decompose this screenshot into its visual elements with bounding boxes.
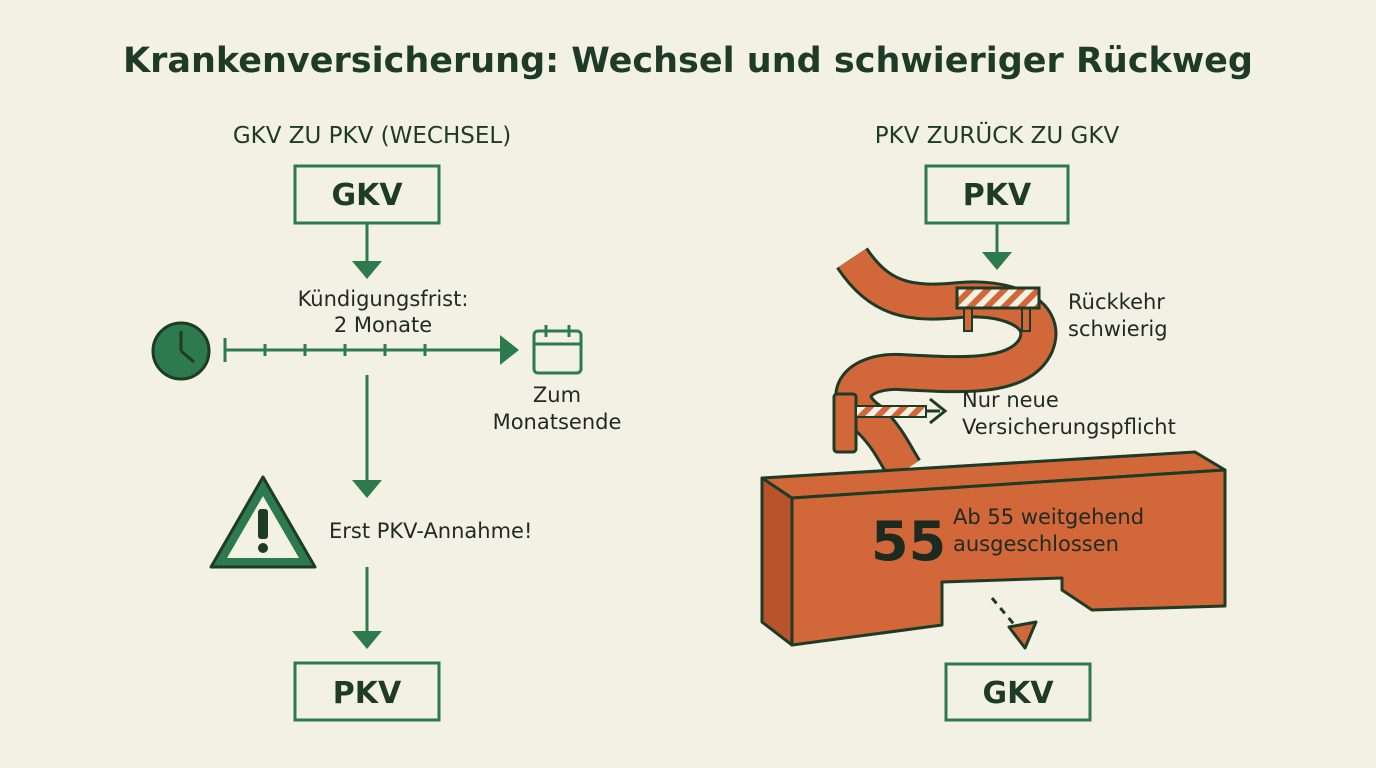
barrier-icon — [955, 286, 1041, 332]
notice-timeline — [223, 335, 519, 365]
return-difficult-line1: Rückkehr — [1068, 290, 1165, 314]
right-start-box: PKV — [924, 164, 1070, 225]
right-start-box-label: PKV — [963, 178, 1032, 213]
calendar-icon — [532, 325, 583, 375]
age-text-line1: Ab 55 weitgehend — [953, 505, 1144, 529]
warning-icon — [209, 475, 317, 569]
arrow-gkv-to-notice — [352, 224, 382, 279]
obligation-line2: Versicherungspflicht — [962, 415, 1176, 439]
notice-period-line1: Kündigungsfrist: — [298, 287, 469, 311]
month-end-line2: Monatsende — [493, 410, 622, 434]
arrow-pkv-down — [982, 224, 1012, 270]
notice-period-line2: 2 Monate — [334, 313, 432, 337]
left-start-box: GKV — [293, 164, 441, 225]
age-barrier-wall — [760, 450, 1227, 647]
arrow-notice-to-warning — [352, 375, 382, 498]
dashed-arrow-to-gkv — [990, 597, 1038, 650]
gate-icon — [832, 392, 948, 454]
right-end-box: GKV — [944, 662, 1092, 722]
left-heading: GKV ZU PKV (WECHSEL) — [233, 123, 511, 149]
left-start-box-label: GKV — [331, 178, 403, 213]
age-text-line2: ausgeschlossen — [953, 532, 1119, 556]
arrow-warning-to-pkv — [352, 567, 382, 649]
winding-road — [834, 246, 1058, 481]
clock-icon — [151, 321, 211, 381]
right-end-box-label: GKV — [982, 676, 1054, 711]
left-end-box: PKV — [293, 661, 441, 722]
warning-text: Erst PKV-Annahme! — [329, 519, 532, 543]
obligation-line1: Nur neue — [962, 388, 1059, 412]
month-end-line1: Zum — [533, 383, 581, 407]
diagram-title: Krankenversicherung: Wechsel und schwier… — [123, 41, 1253, 81]
left-end-box-label: PKV — [333, 676, 402, 711]
age-number: 55 — [871, 510, 946, 573]
right-heading: PKV ZURÜCK ZU GKV — [875, 121, 1120, 149]
return-difficult-line2: schwierig — [1068, 317, 1168, 341]
